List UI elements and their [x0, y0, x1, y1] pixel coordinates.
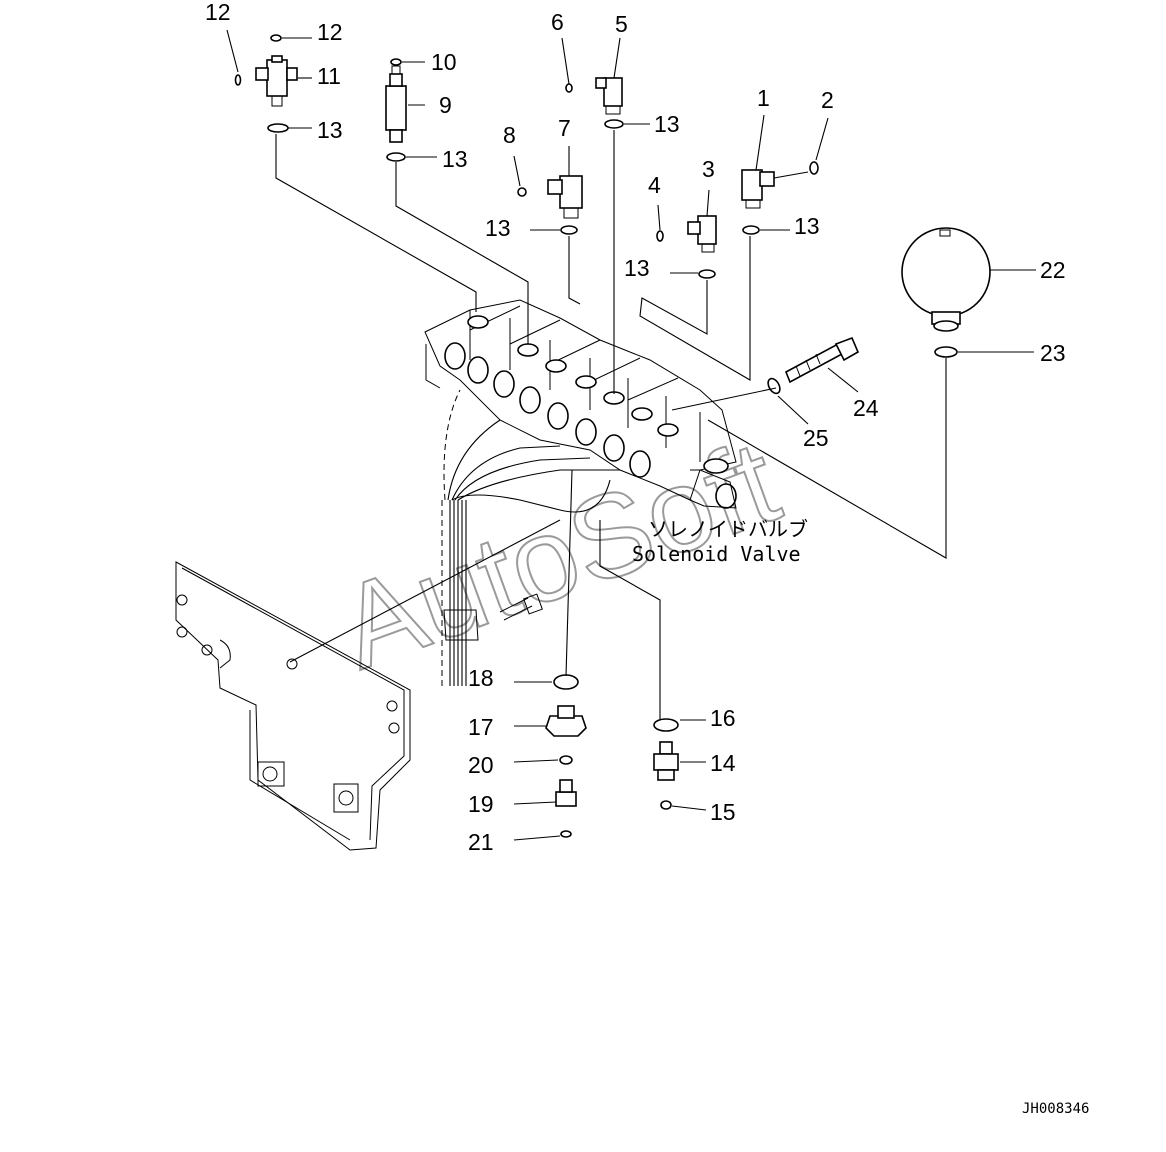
callout-12b: 12	[317, 19, 343, 45]
cap-12b	[270, 34, 282, 42]
o-ring-21	[560, 830, 572, 838]
mounting-bracket	[175, 561, 411, 851]
callout-14: 14	[710, 750, 736, 776]
o-ring-13	[742, 225, 760, 235]
accumulator-22	[901, 227, 991, 332]
o-ring-16	[653, 718, 679, 732]
callout-15: 15	[710, 799, 736, 825]
elbow-fitting-5	[595, 77, 623, 115]
elbow-fitting-3	[687, 215, 717, 253]
callout-13b: 13	[442, 146, 468, 172]
cap-6	[565, 83, 573, 93]
o-ring-13	[560, 225, 578, 235]
callout-21: 21	[468, 829, 494, 855]
callout-19: 19	[468, 791, 494, 817]
callout-11: 11	[317, 63, 341, 89]
cap-8	[517, 187, 527, 197]
callout-25: 25	[803, 425, 829, 451]
callout-labels: 12 12 11 13 10 9 13 6 5 13 8 7 13 4 3 13…	[205, 0, 1066, 855]
cap-2	[809, 161, 819, 175]
tee-fitting-11	[255, 55, 298, 107]
o-ring-13	[698, 269, 716, 279]
o-ring-13	[604, 119, 624, 129]
callout-5: 5	[615, 11, 628, 37]
o-ring-18	[553, 674, 579, 690]
callout-18: 18	[468, 665, 494, 691]
callout-13d: 13	[485, 215, 511, 241]
callout-23: 23	[1040, 340, 1066, 366]
solenoid-valve-body	[424, 299, 737, 509]
o-ring-15	[660, 800, 672, 810]
callout-9: 9	[439, 92, 452, 118]
drawing-code: JH008346	[1022, 1101, 1089, 1117]
callout-7: 7	[558, 115, 571, 141]
callout-3: 3	[702, 156, 715, 182]
caption-english: Solenoid Valve	[632, 542, 801, 566]
callout-4: 4	[648, 172, 661, 198]
callout-13f: 13	[794, 213, 820, 239]
nipple-14	[653, 741, 679, 781]
o-ring-23	[934, 346, 958, 358]
caption-japanese: ソレノイドバルブ	[648, 517, 808, 541]
callout-6: 6	[551, 9, 564, 35]
callout-10: 10	[431, 49, 457, 75]
washer-25	[767, 377, 781, 395]
callout-17: 17	[468, 714, 494, 740]
o-ring-13	[267, 123, 289, 133]
wire-harness	[289, 389, 620, 686]
callout-22: 22	[1040, 257, 1066, 283]
callout-20: 20	[468, 752, 494, 778]
plug-19	[555, 779, 577, 807]
cap-12	[234, 74, 242, 86]
callout-12a: 12	[205, 0, 231, 25]
cap-10	[390, 58, 402, 66]
callout-16: 16	[710, 705, 736, 731]
check-valve-9	[385, 65, 407, 143]
cap-4	[656, 230, 664, 242]
elbow-fitting-1	[741, 169, 775, 209]
o-ring-13	[386, 152, 406, 162]
callout-13c: 13	[654, 111, 680, 137]
leader-lines	[226, 29, 1036, 841]
callout-2: 2	[821, 87, 834, 113]
callout-13e: 13	[624, 255, 650, 281]
o-ring-20	[559, 755, 573, 765]
elbow-fitting-7	[547, 175, 583, 219]
callout-13a: 13	[317, 117, 343, 143]
callout-24: 24	[853, 395, 879, 421]
callout-1: 1	[757, 85, 770, 111]
callout-8: 8	[503, 122, 516, 148]
plug-17	[545, 705, 587, 737]
bolt-24	[784, 336, 860, 384]
